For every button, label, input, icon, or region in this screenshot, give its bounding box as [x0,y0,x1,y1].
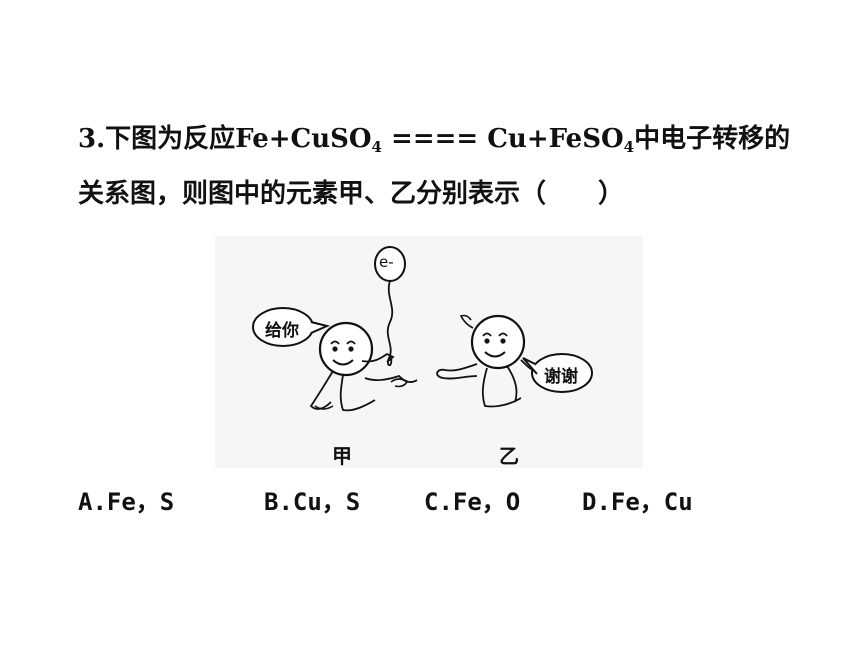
option-c[interactable]: C.Fe，O [424,488,521,516]
question-number: 3. [78,124,106,154]
question-text-part-3: 中电子转移的关系图，则图中的元素甲、乙分别表示（ ） [78,124,791,209]
left-bubble-text: 给你 [265,321,299,341]
subscript-feso4: 4 [623,138,635,156]
right-bubble-tail [522,357,538,375]
electron-transfer-figure: e- 给你 谢谢 甲 乙 [215,236,643,468]
option-b[interactable]: B.Cu，S [264,488,361,516]
left-character [309,321,418,412]
left-bubble-tail [310,321,331,334]
option-a[interactable]: A.Fe，S [78,488,175,516]
question-text-part-2: ==== Cu+FeSO [381,124,624,154]
question-text: 3.下图为反应Fe+CuSO4 ==== Cu+FeSO4中电子转移的关系图，则… [78,112,798,222]
subscript-cuso4: 4 [371,138,382,156]
right-speech-bubble [531,353,593,393]
right-bubble-text: 谢谢 [544,367,578,387]
right-element-label: 乙 [499,444,519,468]
electron-label: e- [379,253,394,271]
right-character [436,314,538,408]
cartoon-illustration [252,246,593,412]
left-element-label: 甲 [332,444,352,468]
question-text-part-1: 下图为反应Fe+CuSO [105,124,372,154]
balloon-string [386,280,394,367]
option-d[interactable]: D.Fe，Cu [582,488,693,516]
